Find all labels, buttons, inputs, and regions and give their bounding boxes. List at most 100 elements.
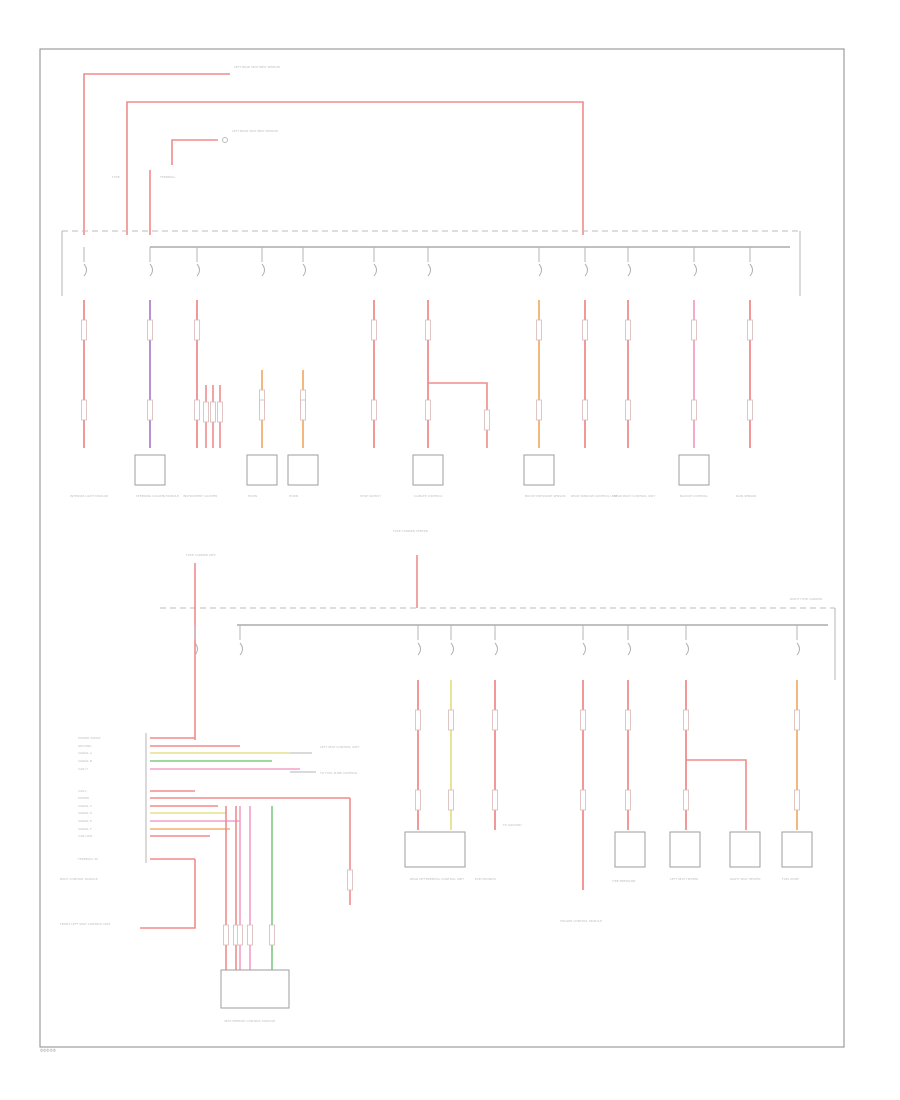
connector — [415, 709, 421, 731]
component-box — [134, 454, 166, 486]
connector-row-label: SIGNAL F — [78, 827, 92, 831]
connector-row-label: SIGNAL A — [78, 751, 93, 755]
connector — [492, 709, 498, 731]
fuse-symbol — [584, 263, 588, 277]
component-label: REAR WINDOW CONTROL UNIT — [571, 494, 618, 498]
top-feed-wire — [83, 73, 230, 235]
component-box — [614, 831, 646, 868]
connector — [425, 399, 431, 421]
component-box — [729, 831, 761, 868]
fuse-symbol — [83, 263, 87, 277]
connector — [492, 789, 498, 811]
connector-row-label: CAN L — [78, 789, 87, 793]
drop-wire — [140, 859, 196, 929]
connector — [683, 789, 689, 811]
fuse-symbol — [538, 263, 542, 277]
connector — [691, 399, 697, 421]
component-label: BOOST PRESSURE SENSOR — [525, 494, 566, 498]
fuse-symbol — [627, 263, 631, 277]
connector-row-label: SIGNAL D — [78, 811, 93, 815]
connector — [448, 789, 454, 811]
fuse-label-a: FUSE — [112, 175, 120, 179]
component-box — [287, 454, 319, 486]
component-label: REAR DIFFERENTIAL CONTROL UNIT — [410, 877, 464, 881]
component-label: CLIMATE CONTROL — [414, 494, 443, 498]
fuse-symbol — [685, 642, 689, 656]
component-label: BACKUP CONTROL — [680, 494, 708, 498]
mid-label-right: RIGHT FUSE CARRIER — [790, 597, 822, 601]
connector — [536, 319, 542, 341]
fuse-symbol — [494, 642, 498, 656]
connector-row-label: POWER — [78, 796, 89, 800]
connector — [683, 709, 689, 731]
connector — [81, 319, 87, 341]
connector-row-label: POWER SUPPLY — [78, 736, 101, 740]
connector-row-label: SIGNAL C — [78, 804, 92, 808]
connector — [194, 319, 200, 341]
component-box — [678, 454, 710, 486]
fuse-symbol — [196, 263, 200, 277]
fuse-symbol — [373, 263, 377, 277]
left-connector-title: BODY CONTROL MODULE — [60, 877, 98, 881]
component-box — [404, 831, 466, 868]
component-label: TRAILER CONTROL MODULE — [559, 919, 602, 923]
connector-row-label: SIGNAL B — [78, 759, 92, 763]
connector — [217, 401, 223, 423]
connector — [580, 789, 586, 811]
component-label: ELECTRONICS — [475, 877, 496, 881]
fuse-label-b: TERMINAL — [159, 175, 176, 179]
connector-row-label: TERMINAL 30 — [77, 857, 98, 861]
fuse-symbol — [302, 263, 306, 277]
connector — [691, 319, 697, 341]
corner-label: ΦΦΦΦΦ — [40, 1048, 56, 1053]
connector — [794, 709, 800, 731]
left-rear-label: LEFT REAR SEAT BELT SENSOR — [232, 129, 278, 133]
connector — [147, 399, 153, 421]
connector — [194, 399, 200, 421]
connector — [794, 789, 800, 811]
fuse-symbol — [149, 263, 153, 277]
connector — [425, 319, 431, 341]
connector — [582, 319, 588, 341]
fuse-symbol — [427, 263, 431, 277]
component-box — [781, 831, 813, 868]
fuse-symbol — [261, 263, 265, 277]
bottom-box-label: SEAT MEMORY CONTROL MODULE — [224, 1019, 275, 1023]
component-label: HORN — [289, 494, 298, 498]
connector — [269, 924, 275, 946]
connector — [237, 924, 243, 946]
mid-label-center: FUSE CARRIER CENTER — [393, 529, 428, 533]
connector-row-label: GROUND — [78, 744, 92, 748]
connector — [203, 401, 209, 423]
diagram-frame — [39, 48, 845, 1048]
component-box — [523, 454, 555, 486]
connector-dot — [222, 137, 228, 143]
fuse-symbol — [582, 642, 586, 656]
connector-row-label: CAN LOW — [78, 834, 92, 838]
connector — [415, 789, 421, 811]
top-label: LEFT REAR SEAT BELT SENSOR — [234, 65, 280, 69]
connector — [625, 399, 631, 421]
component-label: REAR BODY CONTROL UNIT — [614, 494, 655, 498]
connector — [582, 399, 588, 421]
component-box — [412, 454, 444, 486]
branch-wire — [686, 759, 747, 830]
connector — [448, 709, 454, 731]
fuse-symbol — [796, 642, 800, 656]
connector — [484, 409, 490, 431]
component-box — [669, 831, 701, 868]
fuse-symbol — [239, 642, 243, 656]
lower-circuits: REAR DIFFERENTIAL CONTROL UNIT ELECTRONIC… — [194, 625, 813, 923]
connector — [747, 399, 753, 421]
fuse-symbol — [749, 263, 753, 277]
main-feed-wire — [126, 101, 584, 235]
branch-wire — [428, 382, 488, 448]
seat-memory-module — [220, 969, 290, 1009]
fuse-symbol — [417, 642, 421, 656]
component-label: TIRE PRESSURE — [611, 879, 636, 883]
connector-row-label: SIGNAL E — [78, 819, 92, 823]
component-label: STOP SWITCH — [360, 494, 381, 498]
connector — [536, 399, 542, 421]
